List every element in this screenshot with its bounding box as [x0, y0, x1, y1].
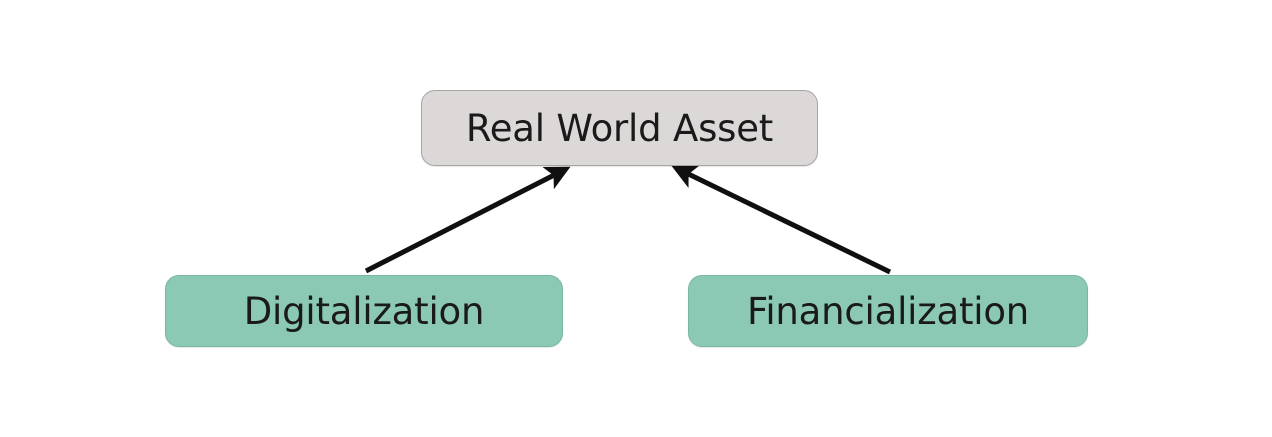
edge-financialization-to-real-world-asset	[671, 165, 892, 275]
node-digitalization[interactable]: Digitalization	[165, 275, 563, 347]
node-label-financialization: Financialization	[746, 289, 1030, 333]
node-financialization[interactable]: Financialization	[688, 275, 1088, 347]
edge-digitalization-to-real-world-asset	[364, 166, 571, 274]
node-real-world-asset[interactable]: Real World Asset	[421, 90, 818, 166]
node-label-real-world-asset: Real World Asset	[465, 106, 774, 150]
node-label-digitalization: Digitalization	[243, 289, 485, 333]
